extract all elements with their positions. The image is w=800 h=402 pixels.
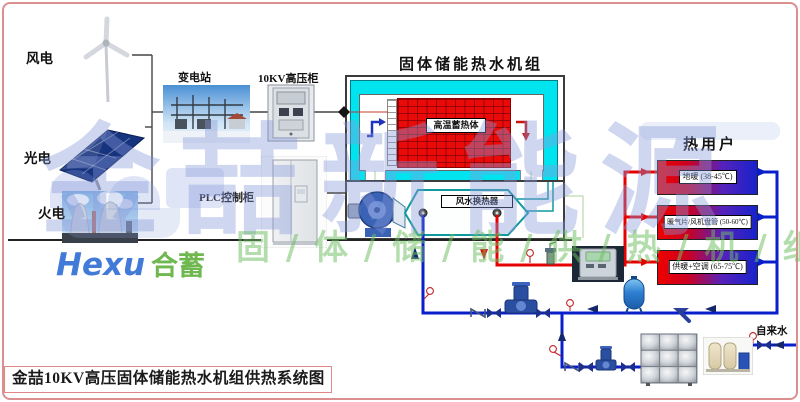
safety-valve-icon bbox=[545, 241, 557, 265]
thermal-plant-image bbox=[62, 191, 138, 243]
heat-user-label: 供暖+空调 (65-75℃) bbox=[668, 260, 747, 274]
hot-flow-arrow-icon bbox=[480, 168, 650, 266]
junction-icon bbox=[338, 106, 350, 118]
substation-label: 变电站 bbox=[178, 72, 211, 84]
heat-exchanger-icon bbox=[403, 182, 554, 236]
heat-user-floor-heating: 地暖 (38-45℃) bbox=[657, 160, 758, 195]
storage-brick-grid bbox=[397, 98, 511, 168]
power-wires bbox=[132, 54, 346, 204]
substation-image bbox=[163, 85, 250, 143]
steel-water-tank-image bbox=[640, 333, 698, 386]
pressure-gauge-icon bbox=[423, 249, 757, 357]
hv-cabinet-label: 10KV高压柜 bbox=[258, 73, 319, 85]
heat-user-hvac: 供暖+空调 (65-75℃) bbox=[657, 250, 758, 285]
cold-air-elbow-arrow-icon bbox=[367, 118, 386, 138]
heat-user-radiator: 暖气片/风机盘管 (50-60℃) bbox=[657, 205, 758, 240]
expansion-tank-image bbox=[623, 276, 645, 313]
tap-water-label: 自来水 bbox=[756, 326, 788, 337]
pump-icon bbox=[595, 346, 617, 371]
plc-cabinet-image bbox=[261, 156, 327, 248]
heat-exchanger-label: 风水换热器 bbox=[441, 195, 513, 208]
solar-power-label: 光电 bbox=[24, 151, 51, 166]
flow-annotation-arrow-icon bbox=[411, 247, 784, 349]
pump-icon bbox=[504, 282, 538, 314]
blower-icon bbox=[347, 191, 406, 237]
valve-icon bbox=[487, 308, 771, 372]
strainer-icon bbox=[673, 308, 691, 323]
plc-cabinet-label: PLC控制柜 bbox=[199, 192, 254, 204]
heat-user-label: 暖气片/风机盘管 (50-60℃) bbox=[663, 215, 752, 229]
heat-user-label: 地暖 (38-45℃) bbox=[678, 170, 737, 184]
unit-title: 固体储能热水机组 bbox=[398, 57, 543, 73]
water-softener-image bbox=[703, 337, 753, 375]
heating-element-stack bbox=[387, 99, 397, 166]
heat-meter-image bbox=[572, 246, 624, 282]
wind-power-label: 风电 bbox=[26, 51, 53, 66]
diagram-caption: 金喆10KV高压固体储能热水机组供热系统图 bbox=[4, 366, 332, 393]
cold-flow-arrow-icon bbox=[758, 168, 767, 266]
solar-panel-image bbox=[59, 129, 146, 191]
storage-core-label: 高温蓄热体 bbox=[426, 118, 486, 133]
hot-air-elbow-arrow-icon bbox=[516, 120, 530, 141]
wind-turbine-image bbox=[83, 16, 130, 103]
hv-cabinet-image bbox=[267, 84, 315, 142]
thermal-power-label: 火电 bbox=[38, 206, 65, 221]
heat-users-title: 热用户 bbox=[682, 137, 737, 153]
